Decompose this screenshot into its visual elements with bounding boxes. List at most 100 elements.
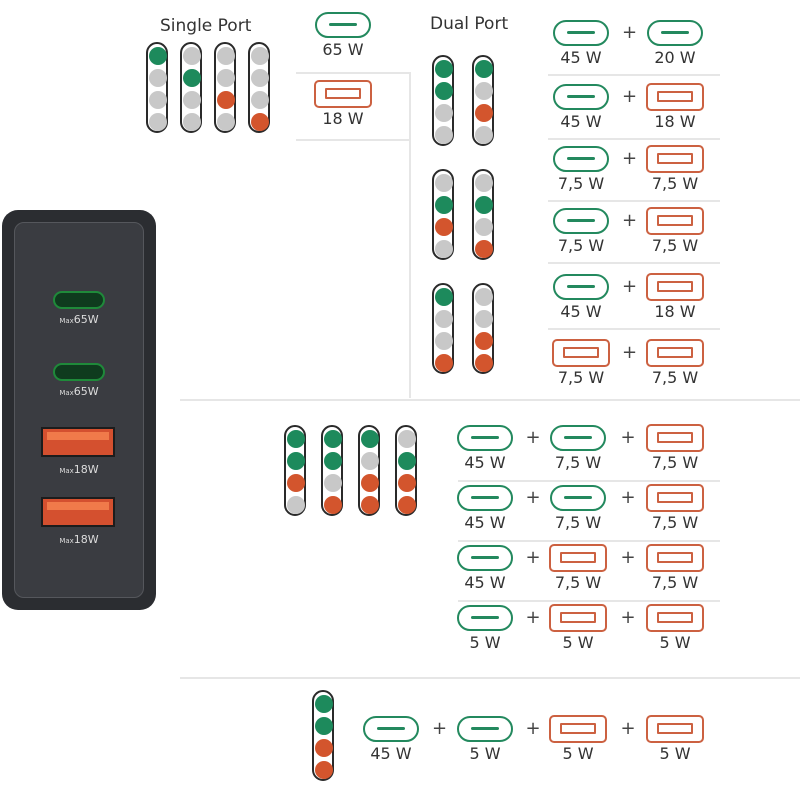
indicator-column [432, 283, 454, 374]
led-off [435, 104, 453, 122]
power-label: 45 W [464, 513, 506, 532]
led-green [475, 196, 493, 214]
usb-a-icon [549, 715, 607, 743]
usb-c-icon [647, 20, 703, 46]
row-divider [296, 139, 410, 141]
usb-a-icon [646, 339, 704, 367]
power-label: 45 W [560, 302, 602, 321]
plus-sign: + [622, 22, 638, 43]
plus-sign: + [622, 342, 638, 363]
port-max-label: Max65W [59, 385, 99, 398]
usb-a-icon [646, 715, 704, 743]
usb-a-icon [552, 339, 610, 367]
led-off [251, 69, 269, 87]
led-off [324, 474, 342, 492]
usb-c-icon [363, 716, 419, 742]
plus-sign: + [622, 86, 638, 107]
indicator-column [214, 42, 236, 133]
power-label: 7,5 W [651, 573, 699, 592]
led-orange [435, 354, 453, 372]
led-orange [287, 474, 305, 492]
port-max-label: Max18W [59, 533, 99, 546]
row-divider [548, 200, 720, 202]
led-off [149, 69, 167, 87]
led-off [475, 126, 493, 144]
power-label: 20 W [654, 48, 696, 67]
power-label: 18 W [654, 112, 696, 131]
power-label: 65 W [322, 40, 364, 59]
led-off [183, 113, 201, 131]
led-green [475, 60, 493, 78]
plus-sign: + [525, 487, 541, 508]
led-off [149, 91, 167, 109]
port-max-label: Max65W [59, 313, 99, 326]
plus-sign: + [525, 427, 541, 448]
power-label: 7,5 W [651, 368, 699, 387]
led-orange [475, 332, 493, 350]
plus-sign: + [620, 487, 636, 508]
led-off [475, 82, 493, 100]
usb-a-icon [549, 604, 607, 632]
usb-a-icon [646, 604, 704, 632]
led-orange [398, 474, 416, 492]
led-off [435, 310, 453, 328]
indicator-column [358, 425, 380, 516]
power-label: 45 W [560, 48, 602, 67]
led-off [251, 91, 269, 109]
indicator-column [472, 55, 494, 146]
led-off [217, 69, 235, 87]
usb-a-port [41, 497, 115, 527]
usb-c-icon [457, 605, 513, 631]
led-off [435, 126, 453, 144]
power-label: 7,5 W [651, 453, 699, 472]
usb-a-icon [646, 484, 704, 512]
power-label: 18 W [322, 109, 364, 128]
led-off [251, 47, 269, 65]
led-orange [475, 354, 493, 372]
usb-c-icon [550, 485, 606, 511]
power-label: 7,5 W [557, 368, 605, 387]
usb-c-icon [457, 485, 513, 511]
plus-sign: + [620, 607, 636, 628]
indicator-column [472, 169, 494, 260]
indicator-column [146, 42, 168, 133]
led-green [435, 196, 453, 214]
led-off [183, 91, 201, 109]
plus-sign: + [622, 210, 638, 231]
port-max-label: Max18W [59, 463, 99, 476]
led-off [435, 174, 453, 192]
plus-sign: + [525, 547, 541, 568]
led-off [217, 47, 235, 65]
power-label: 7,5 W [554, 573, 602, 592]
led-green [324, 430, 342, 448]
plus-sign: + [620, 718, 636, 739]
led-orange [475, 104, 493, 122]
power-label: 45 W [560, 112, 602, 131]
led-green [183, 69, 201, 87]
usb-c-icon [550, 425, 606, 451]
usb-c-icon [315, 12, 371, 38]
usb-c-icon [457, 545, 513, 571]
led-orange [315, 739, 333, 757]
divider [180, 399, 800, 401]
dual-port-heading: Dual Port [430, 14, 509, 34]
led-off [435, 240, 453, 258]
led-off [475, 310, 493, 328]
led-green [361, 430, 379, 448]
row-divider [458, 600, 720, 602]
led-off [475, 174, 493, 192]
power-label: 7,5 W [651, 236, 699, 255]
plus-sign: + [525, 607, 541, 628]
power-label: 5 W [469, 633, 501, 652]
led-orange [435, 218, 453, 236]
led-green [287, 452, 305, 470]
usb-c-icon [553, 274, 609, 300]
plus-sign: + [432, 718, 448, 739]
led-green [435, 82, 453, 100]
led-off [361, 452, 379, 470]
usb-a-icon [646, 424, 704, 452]
usb-a-icon [549, 544, 607, 572]
indicator-column [248, 42, 270, 133]
indicator-column [180, 42, 202, 133]
charger-image: Max65W Max65W Max18W Max18W [2, 210, 156, 610]
